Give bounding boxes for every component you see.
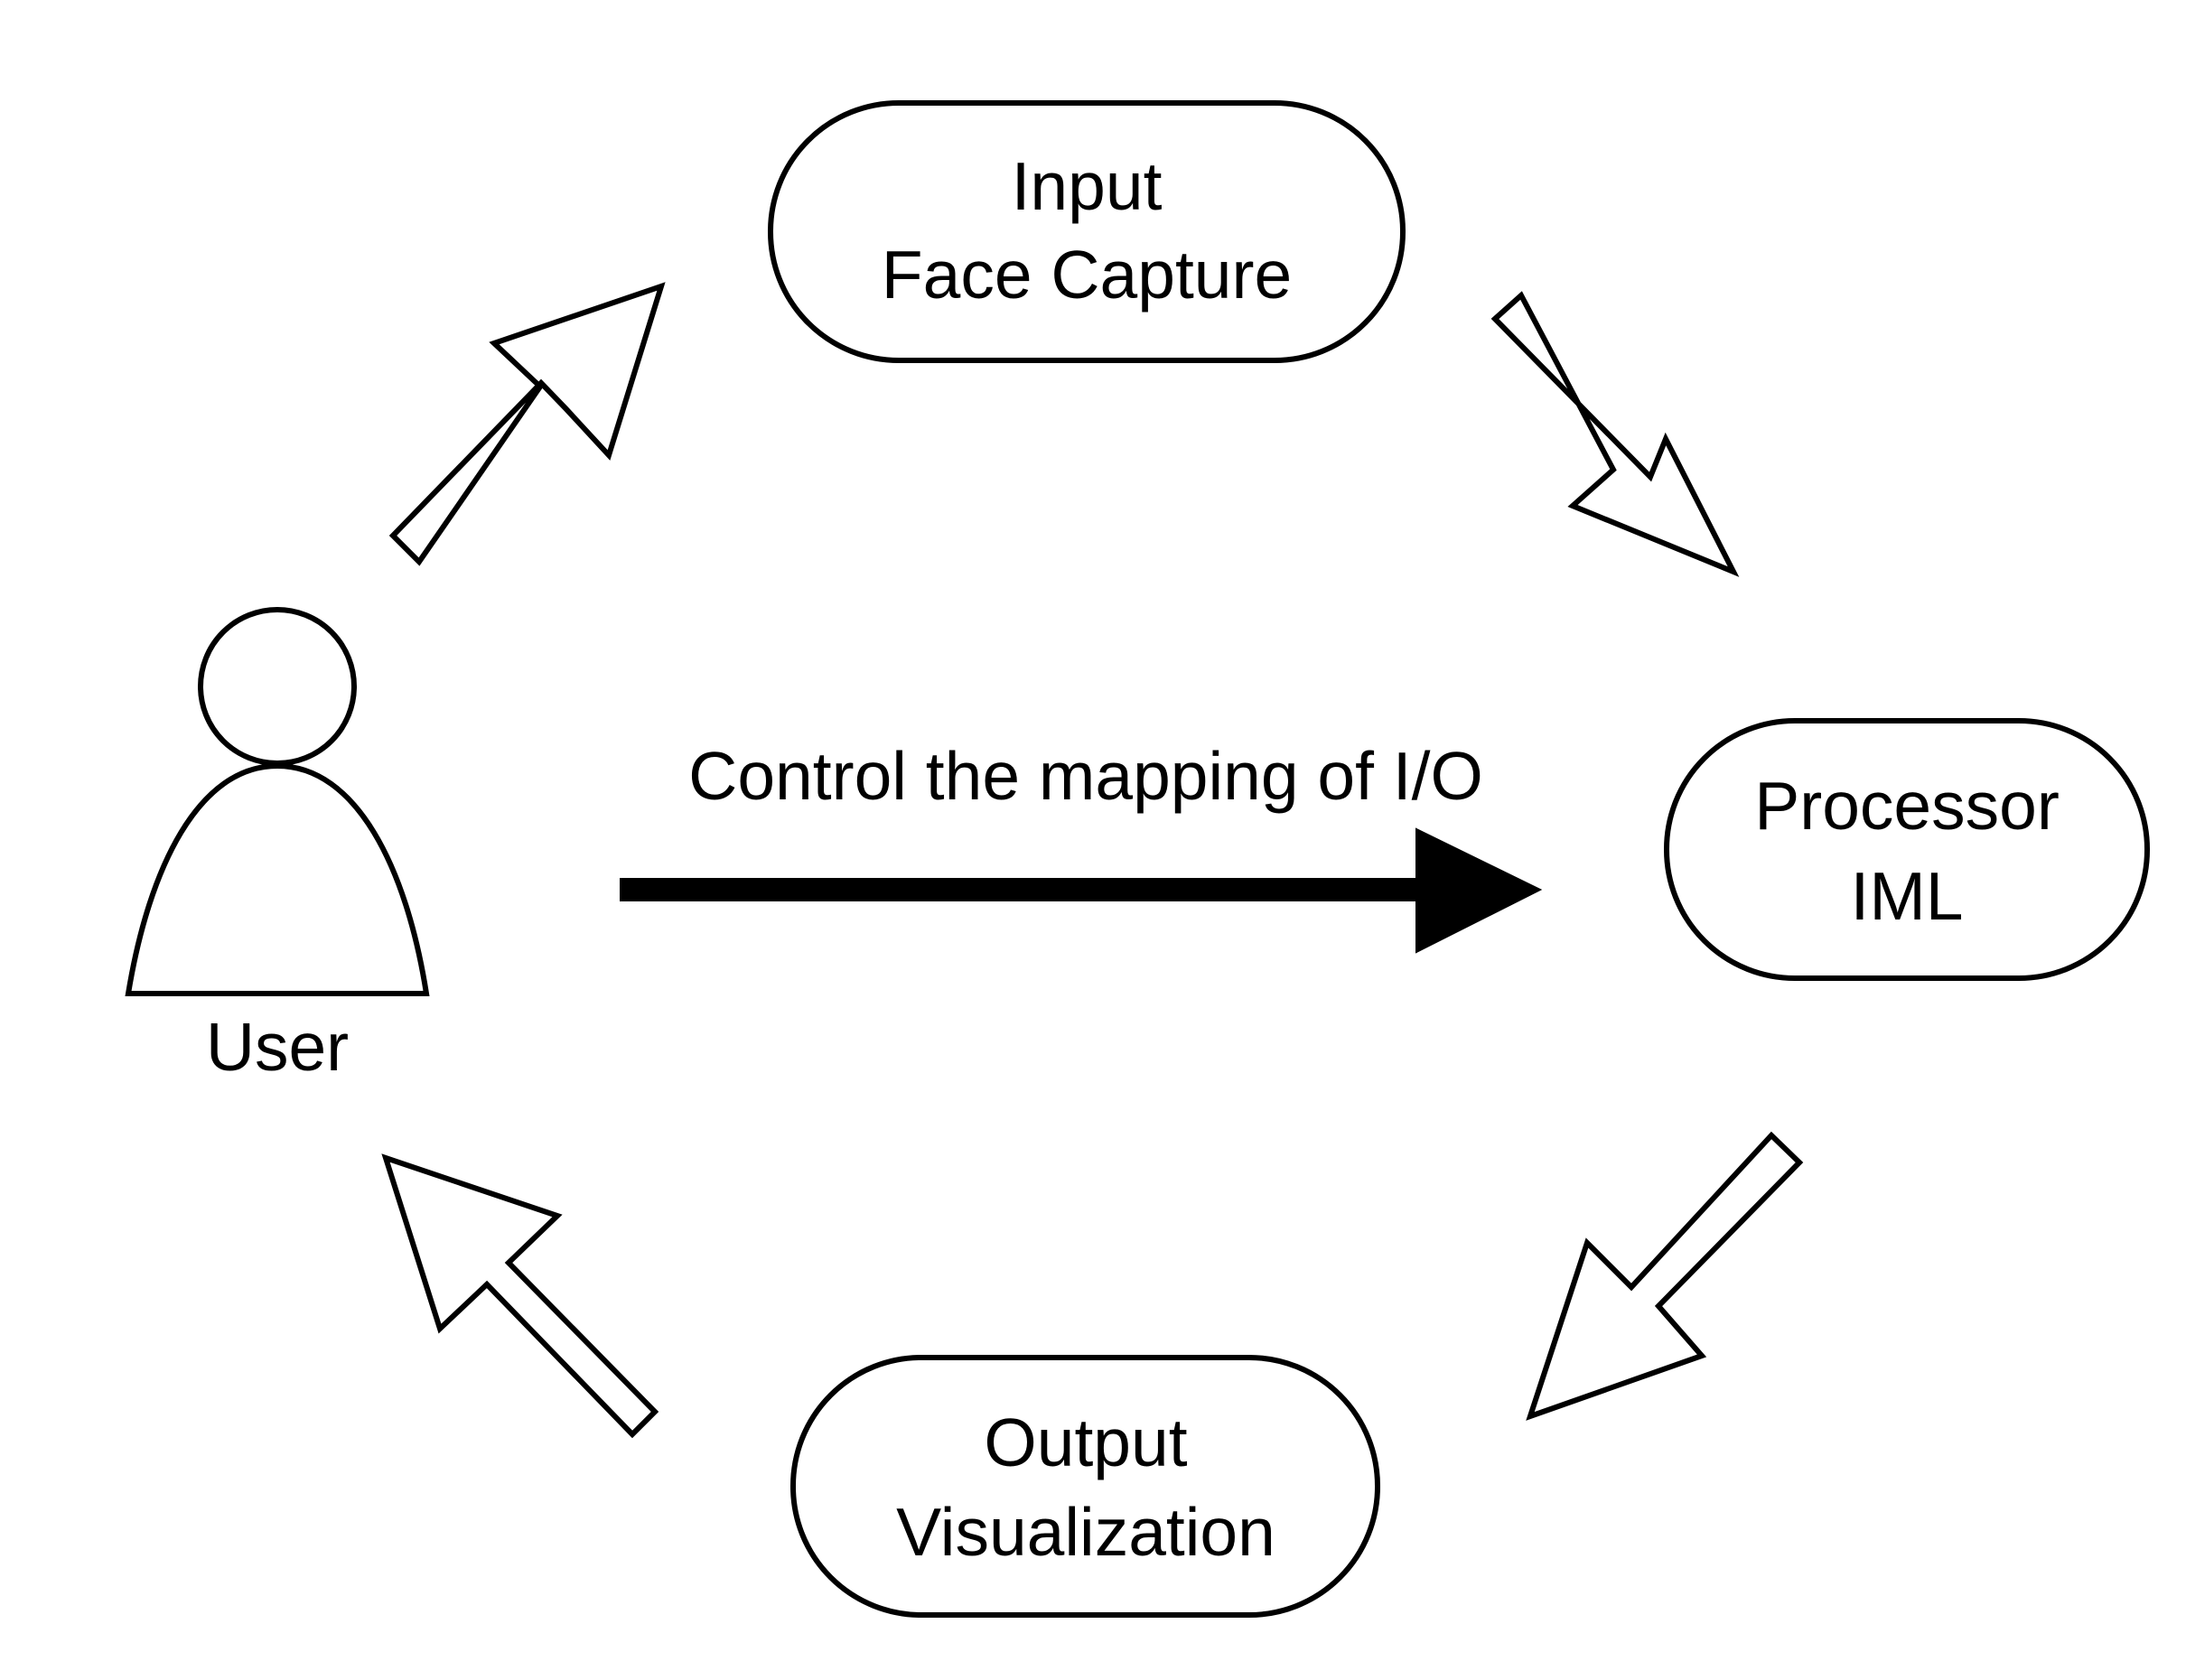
user-node: User (125, 607, 430, 1085)
processor-node-shape (1664, 718, 2150, 981)
user-label: User (206, 1009, 349, 1085)
arrow-user-to-input (388, 282, 666, 566)
arrow-processor-to-output (1526, 1131, 1804, 1421)
input-node-title: Input (1012, 148, 1163, 224)
user-head-icon (198, 607, 357, 766)
processor-node: Processor IML (1664, 718, 2150, 981)
arrow-input-to-processor (1490, 291, 1740, 577)
output-node-title: Output (984, 1405, 1187, 1480)
processor-node-subtitle: IML (1850, 858, 1963, 934)
control-edge: Control the mapping of I/O (620, 738, 1543, 954)
output-node: Output Visualization (790, 1355, 1380, 1618)
output-node-subtitle: Visualization (896, 1494, 1275, 1570)
arrow-output-to-user (381, 1153, 659, 1439)
processor-node-title: Processor (1754, 768, 2060, 844)
control-edge-label: Control the mapping of I/O (688, 738, 1483, 814)
control-arrowhead-icon (1415, 827, 1543, 954)
output-node-shape (790, 1355, 1380, 1618)
input-node-subtitle: Face Capture (882, 237, 1292, 313)
user-body-icon (125, 762, 430, 996)
input-node: Input Face Capture (768, 100, 1406, 363)
input-node-shape (768, 100, 1406, 363)
